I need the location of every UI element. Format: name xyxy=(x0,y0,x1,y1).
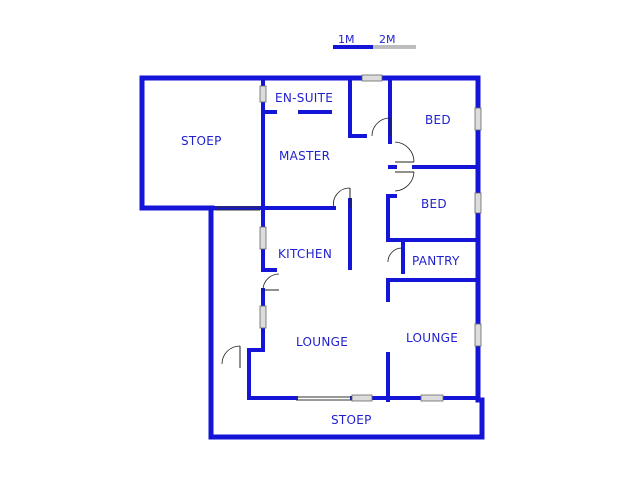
windows xyxy=(259,74,482,402)
room-label-en-suite: EN-SUITE xyxy=(275,91,333,105)
room-label-bed-2: BED xyxy=(421,197,447,211)
door-arc-kitchen xyxy=(262,273,280,291)
scale-bar-segment-1 xyxy=(333,45,373,49)
room-label-kitchen: KITCHEN xyxy=(278,247,332,261)
room-label-stoep-top: STOEP xyxy=(181,134,222,148)
room-label-pantry: PANTRY xyxy=(412,254,460,268)
door-arc-master xyxy=(333,187,351,209)
interior-walls xyxy=(209,76,480,402)
room-label-master: MASTER xyxy=(279,149,330,163)
door-arc-bed2 xyxy=(394,171,415,192)
window-bed1 xyxy=(474,107,482,131)
window-lounge-right xyxy=(474,323,482,347)
door-arc-bed1 xyxy=(394,141,415,163)
window-kitchen xyxy=(259,226,267,250)
door-arc-passage xyxy=(371,117,391,137)
window-lounge-left xyxy=(259,305,267,329)
window-lounge-right-bottom xyxy=(420,394,444,402)
door-arc-pantry xyxy=(387,247,403,263)
room-label-lounge-right: LOUNGE xyxy=(406,331,458,345)
scale-label-1m: 1M xyxy=(338,33,355,46)
scale-label-2m: 2M xyxy=(379,33,396,46)
scale-bar: 1M 2M xyxy=(333,33,416,49)
room-labels: STOEP EN-SUITE MASTER BED BED KITCHEN PA… xyxy=(181,91,460,427)
doors xyxy=(221,117,415,368)
scale-bar-segment-2 xyxy=(373,45,416,49)
sliding-doors xyxy=(215,206,352,401)
door-arc-front xyxy=(221,345,241,365)
window-top xyxy=(361,74,383,82)
room-label-lounge-main: LOUNGE xyxy=(296,335,348,349)
room-label-stoep-bottom: STOEP xyxy=(331,413,372,427)
window-lounge-bottom xyxy=(351,394,373,402)
window-ensuite xyxy=(259,85,267,103)
window-bed2 xyxy=(474,192,482,214)
room-label-bed-1: BED xyxy=(425,113,451,127)
